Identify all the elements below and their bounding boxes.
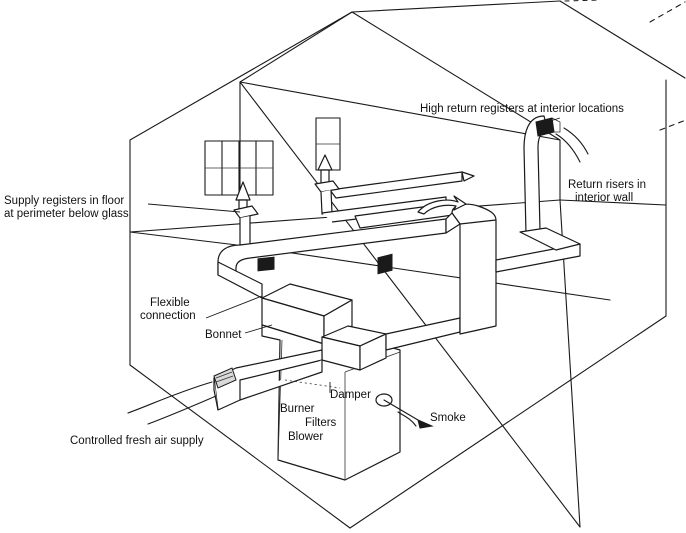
label-blower: Blower xyxy=(288,431,323,443)
leader-flexible xyxy=(205,295,263,319)
fresh-air-inlet-line-bottom xyxy=(147,395,217,425)
label-return-risers-line1: Return risers in xyxy=(568,179,646,191)
label-flexible-line1: Flexible xyxy=(150,297,190,309)
label-fresh-air: Controlled fresh air supply xyxy=(70,435,204,447)
label-burner: Burner xyxy=(280,403,315,415)
label-supply-registers-line2: at perimeter below glass xyxy=(4,208,129,220)
return-riser xyxy=(519,115,589,251)
label-smoke: Smoke xyxy=(430,412,466,424)
flexible-connection-right xyxy=(377,253,393,275)
leader-supply-registers xyxy=(147,203,241,213)
label-bonnet: Bonnet xyxy=(205,329,242,341)
label-return-risers-line2: interior wall xyxy=(575,192,633,204)
fresh-air-inlet-line-top xyxy=(127,381,213,414)
leader-bonnet xyxy=(244,324,273,334)
label-flexible-line2: connection xyxy=(140,310,196,322)
window-left xyxy=(204,140,274,196)
supply-arrow-middle-icon xyxy=(317,154,333,186)
house-outline xyxy=(129,0,686,529)
label-high-return: High return registers at interior locati… xyxy=(420,103,624,115)
label-filters: Filters xyxy=(305,417,337,429)
label-supply-registers-line1: Supply registers in floor xyxy=(4,195,124,207)
return-duct xyxy=(385,203,581,351)
label-damper: Damper xyxy=(330,389,371,401)
smoke-flue xyxy=(375,393,434,429)
airflow-arrow-icon xyxy=(417,195,467,215)
flexible-connection-left xyxy=(257,256,275,272)
fresh-air-duct xyxy=(213,349,341,411)
leader-high-return xyxy=(539,117,561,125)
